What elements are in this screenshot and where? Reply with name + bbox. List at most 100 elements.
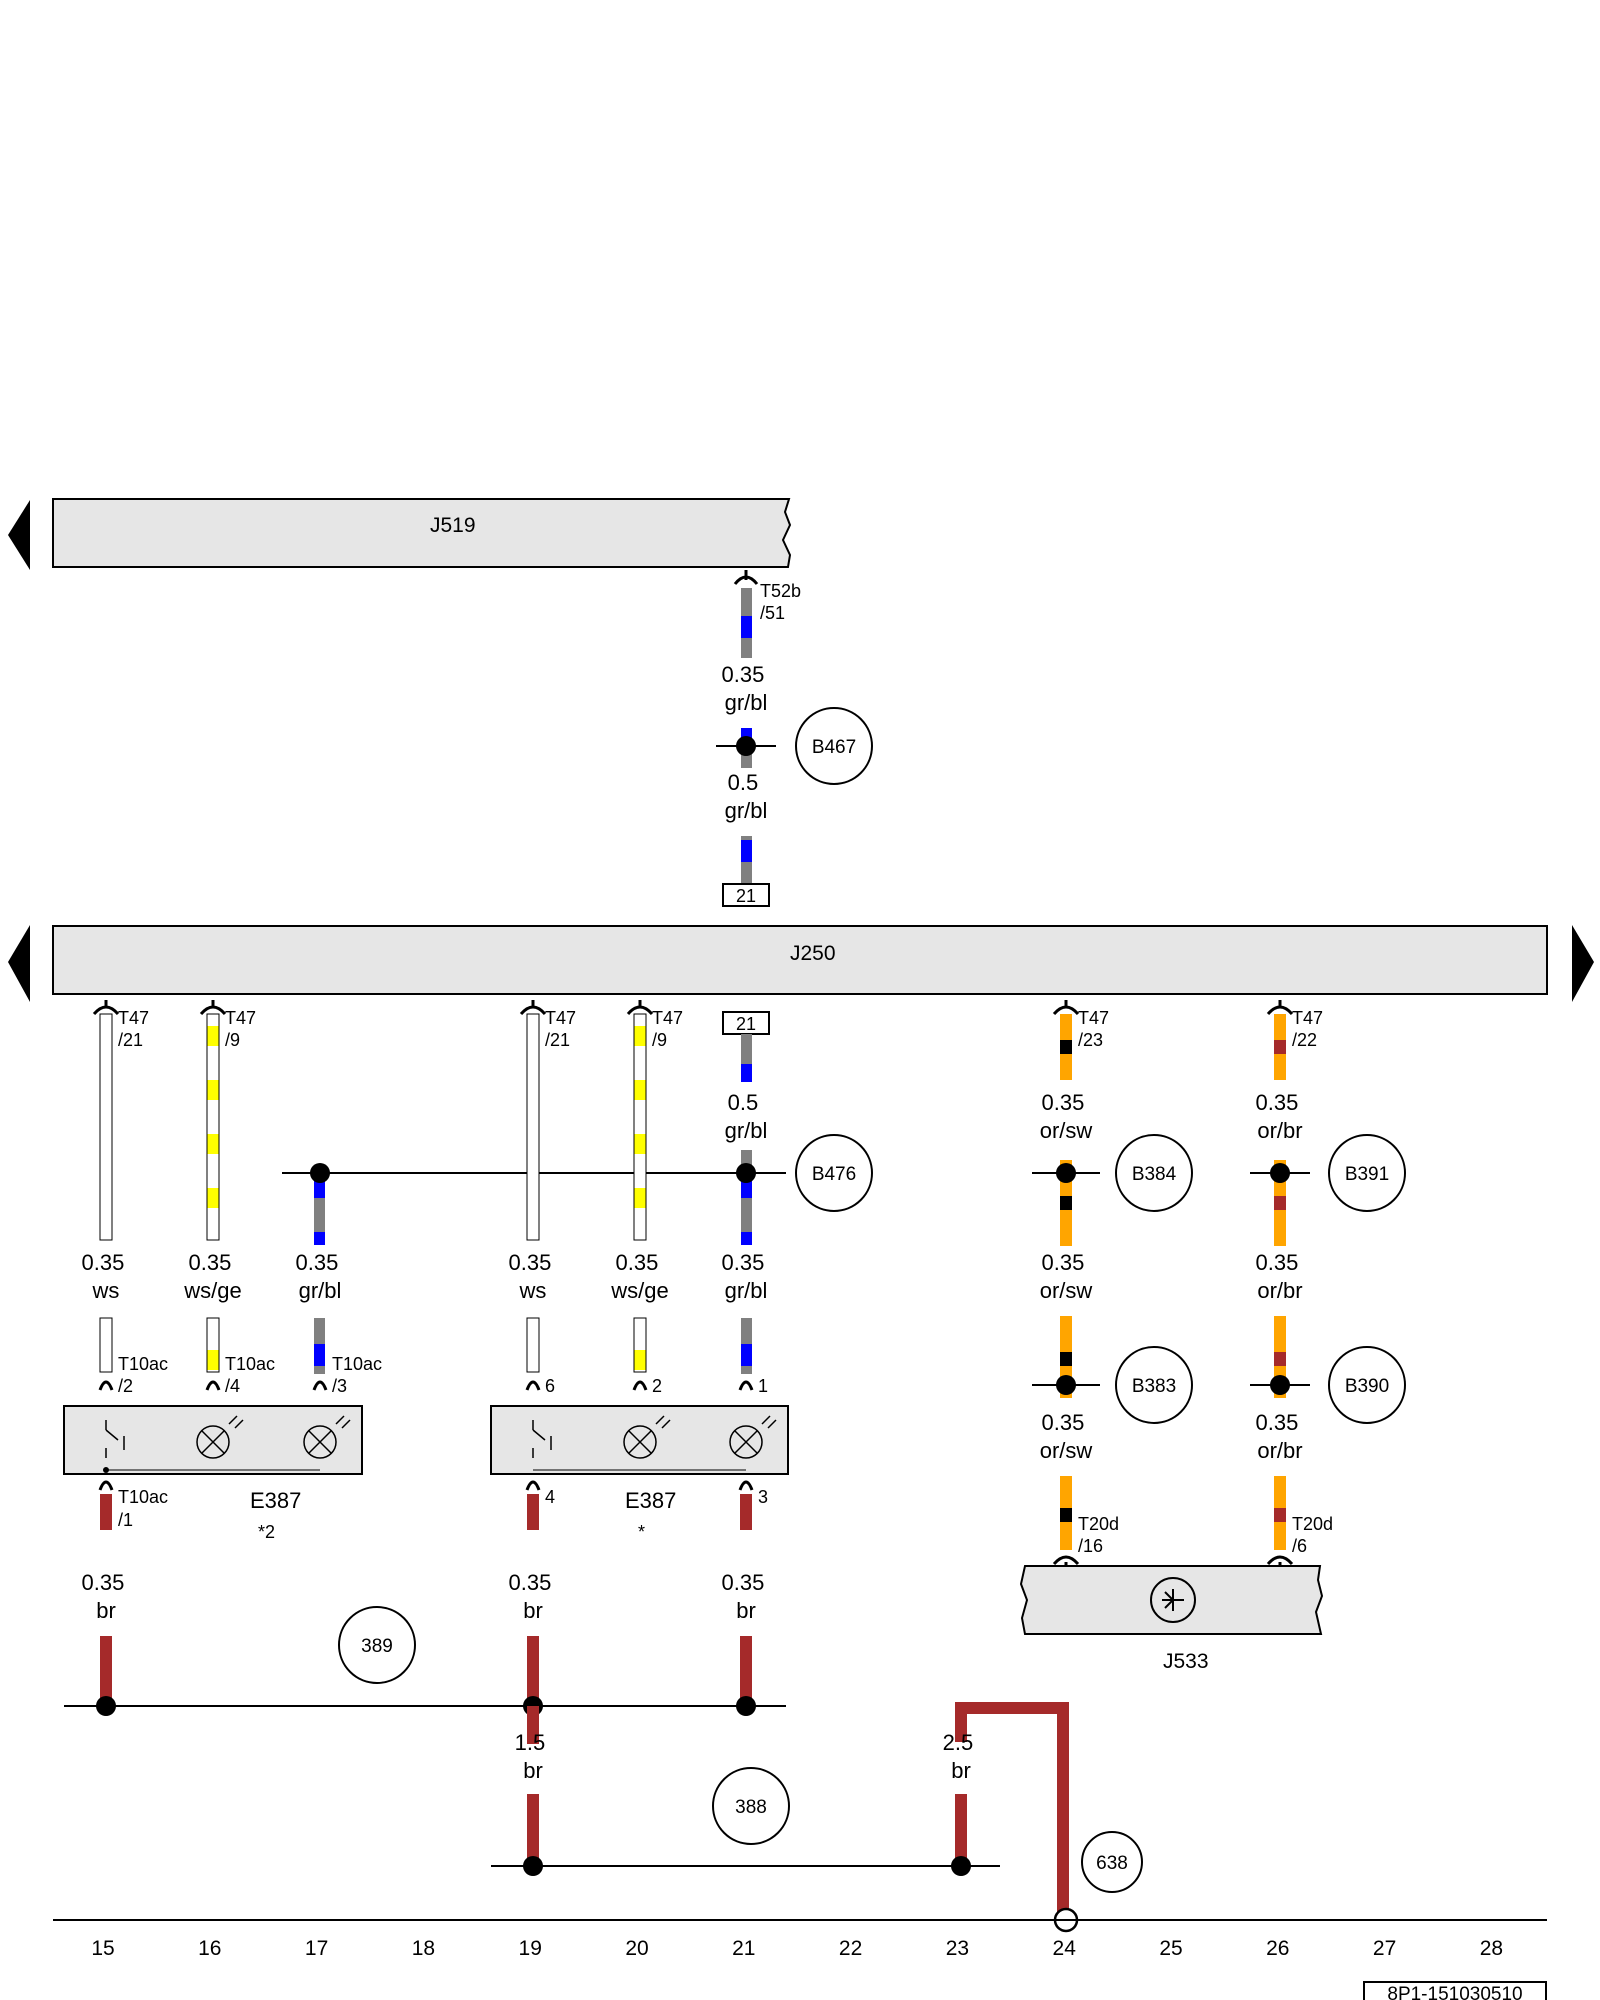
wire-size: 0.35 xyxy=(82,1250,125,1275)
column-number: 23 xyxy=(946,1937,969,1960)
lamp-icon xyxy=(623,1425,657,1459)
wire-color: ws xyxy=(519,1278,547,1303)
wire-column-21: 21 0.5 gr/bl 0.35 gr/bl B476 xyxy=(722,1011,873,1374)
wire-column-19: T47 /21 0.35 ws xyxy=(509,1000,576,1373)
switch-e387-a-label: E387 xyxy=(250,1488,301,1513)
page-continue-left-arrow xyxy=(8,500,30,570)
svg-text:0.35 ws: 0.35 ws xyxy=(82,1250,131,1303)
wire-color: br xyxy=(523,1758,543,1783)
wire-color: gr/bl xyxy=(299,1278,342,1303)
column-number: 25 xyxy=(1159,1937,1182,1960)
column-number: 27 xyxy=(1373,1937,1396,1960)
svg-text:0.35 gr/bl: 0.35 gr/bl xyxy=(296,1250,345,1303)
connector-pin-2: 2 xyxy=(652,1376,662,1396)
column-number: 21 xyxy=(732,1937,755,1960)
module-j533-label: J533 xyxy=(1163,1650,1209,1673)
wire-column-20: T47 /9 0.35 ws/ge xyxy=(610,1000,688,1373)
connector-t10ac-4: T10ac /4 xyxy=(225,1354,280,1396)
wire-color: br xyxy=(523,1598,543,1623)
splice-dot-17 xyxy=(310,1163,330,1183)
splice-dot-b384 xyxy=(1056,1163,1076,1183)
module-j533: J533 xyxy=(1019,1565,1324,1673)
page-continue-right-arrow xyxy=(1572,925,1594,1002)
connector-pin-6: 6 xyxy=(545,1376,555,1396)
wire-size: 0.35 xyxy=(722,1250,765,1275)
ground-dot xyxy=(736,1696,756,1716)
wire-size: 0.35 xyxy=(1042,1090,1085,1115)
column-number: 26 xyxy=(1266,1937,1289,1960)
ground-388-circle xyxy=(712,1767,790,1845)
ground-dot xyxy=(523,1856,543,1876)
module-j250-label: J250 xyxy=(790,942,836,965)
wire-size: 2.5 xyxy=(943,1730,974,1755)
connector-t47-9-a: T47 /9 xyxy=(225,1008,261,1050)
splice-b384-label: B384 xyxy=(1132,1164,1177,1185)
svg-text:0.35 br: 0.35 br xyxy=(722,1570,771,1623)
splice-b383-label: B383 xyxy=(1132,1376,1176,1397)
wire-size: 0.35 xyxy=(616,1250,659,1275)
diagram-id-box: 8P1-151030510 xyxy=(1363,1981,1547,2000)
svg-text:0.35 ws/ge: 0.35 ws/ge xyxy=(610,1250,668,1303)
svg-text:0.35 or/br: 0.35 or/br xyxy=(1256,1090,1305,1143)
wire-color: ws/ge xyxy=(183,1278,241,1303)
wire-color: gr/bl xyxy=(725,798,768,823)
wire-color: br xyxy=(951,1758,971,1783)
connector-box-21-top xyxy=(722,883,770,907)
wire-color: gr/bl xyxy=(725,690,768,715)
svg-text:1.5 br: 1.5 br xyxy=(515,1730,552,1783)
connector-t52b-51: T52b /51 xyxy=(760,581,806,623)
svg-text:0.35 or/sw: 0.35 or/sw xyxy=(1040,1250,1093,1303)
lamp-icon xyxy=(196,1425,230,1459)
wire-size: 0.35 xyxy=(1256,1250,1299,1275)
connector-box-21-top-label: 21 xyxy=(736,886,756,906)
svg-text:0.35 br: 0.35 br xyxy=(82,1570,131,1623)
wire-size: 0.35 xyxy=(722,1570,765,1595)
wire-color: gr/bl xyxy=(725,1278,768,1303)
splice-dot-b391 xyxy=(1270,1163,1290,1183)
connector-t47-22: T47 /22 xyxy=(1292,1008,1328,1050)
wire-color: or/sw xyxy=(1040,1278,1093,1303)
column-number: 22 xyxy=(839,1937,862,1960)
module-j250: J250 xyxy=(8,925,1594,1002)
splice-b383-circle xyxy=(1115,1346,1193,1424)
connector-t10ac-3: T10ac /3 xyxy=(332,1354,387,1396)
page-continue-left-arrow-2 xyxy=(8,925,30,1002)
switch-e387-a: T10ac /2 T10ac /4 T10ac /3 T10ac /1 E387… xyxy=(63,1354,387,1542)
wire-size: 0.35 xyxy=(509,1570,552,1595)
wire-color: br xyxy=(736,1598,756,1623)
wire-size: 0.35 xyxy=(509,1250,552,1275)
gateway-icon xyxy=(1150,1577,1196,1623)
ground-dot xyxy=(96,1696,116,1716)
svg-text:0.5 gr/bl: 0.5 gr/bl xyxy=(725,770,768,823)
module-j519: J519 xyxy=(8,498,792,570)
splice-dot-b383 xyxy=(1056,1375,1076,1395)
wire-color: or/br xyxy=(1257,1438,1302,1463)
svg-text:0.35 or/br: 0.35 or/br xyxy=(1256,1410,1305,1463)
svg-text:2.5 br: 2.5 br xyxy=(943,1730,980,1783)
wire-color: or/sw xyxy=(1040,1438,1093,1463)
wire-size: 0.35 xyxy=(1042,1250,1085,1275)
splice-dot-b390 xyxy=(1270,1375,1290,1395)
wire-color: ws/ge xyxy=(610,1278,668,1303)
connector-t20d-6: T20d /6 xyxy=(1292,1514,1338,1556)
column-number: 18 xyxy=(412,1937,435,1960)
column-number: 17 xyxy=(305,1937,328,1960)
svg-text:0.35 or/br: 0.35 or/br xyxy=(1256,1250,1305,1303)
wire-color: or/sw xyxy=(1040,1118,1093,1143)
connector-t47-9-b: T47 /9 xyxy=(652,1008,688,1050)
connector-t47-21-a: T47 /21 xyxy=(118,1008,154,1050)
svg-text:0.35 br: 0.35 br xyxy=(509,1570,558,1623)
ground-wires: 0.35 br 0.35 br 0.35 br 389 1.5 br xyxy=(64,1494,1143,1933)
switch-e387-b: 6 2 1 4 3 E387 * xyxy=(490,1376,789,1542)
wire-color: or/br xyxy=(1257,1118,1302,1143)
splice-b384-circle xyxy=(1115,1134,1193,1212)
switch-e387-b-label: E387 xyxy=(625,1488,676,1513)
wire-size: 0.35 xyxy=(1256,1410,1299,1435)
column-number: 15 xyxy=(91,1937,114,1960)
connector-box-21-bottom-label: 21 xyxy=(736,1014,756,1034)
svg-text:0.35 gr/bl: 0.35 gr/bl xyxy=(722,1250,771,1303)
splice-b467-label: B467 xyxy=(812,737,856,758)
wire-column-26: T47 /22 0.35 or/br 0.35 or/br 0.35 or/br… xyxy=(1250,1000,1406,1568)
connector-pin-4: 4 xyxy=(545,1487,555,1507)
